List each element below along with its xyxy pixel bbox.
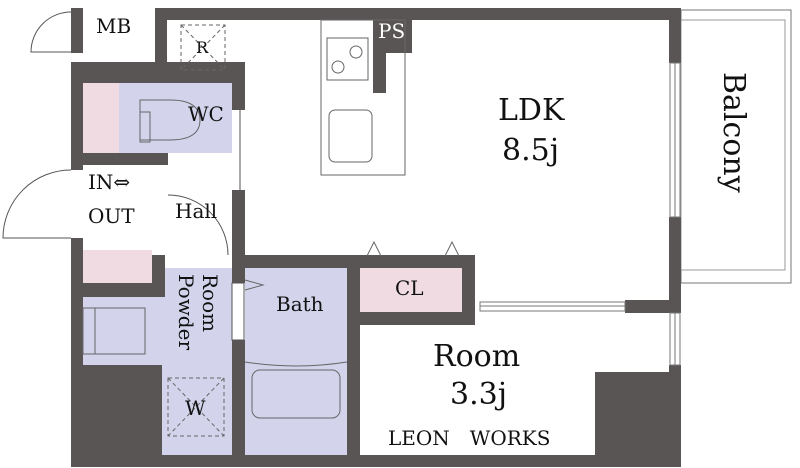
stove xyxy=(326,37,369,81)
ldk-size-label: 8.5j xyxy=(502,133,560,168)
walls xyxy=(71,8,681,467)
bath-area xyxy=(245,268,347,455)
wc-label: WC xyxy=(188,102,224,126)
room-size-label: 3.3j xyxy=(450,377,508,412)
powder-room-label-1: Powder xyxy=(174,274,198,351)
hall-label: Hall xyxy=(175,199,218,223)
closet-area xyxy=(360,268,462,312)
mb-label: MB xyxy=(96,14,132,38)
powder-room-area xyxy=(162,268,232,455)
toilet xyxy=(139,99,201,141)
kitchen-counter xyxy=(320,19,406,176)
doors xyxy=(2,11,245,341)
washer-label: W xyxy=(185,396,206,420)
room-name-label: Room xyxy=(433,339,521,374)
windows xyxy=(479,62,681,366)
wc-storage xyxy=(83,83,119,153)
shoe-cabinet xyxy=(83,250,152,283)
powder-room-label-2: Room xyxy=(198,274,222,333)
brand-label: LEON WORKS xyxy=(388,426,551,450)
bathtub xyxy=(251,369,341,419)
closet-label: CL xyxy=(395,276,424,300)
fixtures xyxy=(82,19,460,437)
entrance-in-label: IN⇔ xyxy=(88,170,131,194)
entrance-out-label: OUT xyxy=(88,204,135,228)
bath-label: Bath xyxy=(276,292,324,316)
fridge-space xyxy=(180,24,226,71)
refrigerator-label: R xyxy=(196,38,209,57)
kitchen-sink xyxy=(328,109,373,163)
balcony-label: Balcony xyxy=(716,72,751,193)
ldk-name-label: LDK xyxy=(498,93,565,128)
ps-label: PS xyxy=(378,19,406,43)
wc-area xyxy=(119,83,232,153)
balcony-area xyxy=(680,9,792,284)
washer-pan xyxy=(167,377,225,437)
